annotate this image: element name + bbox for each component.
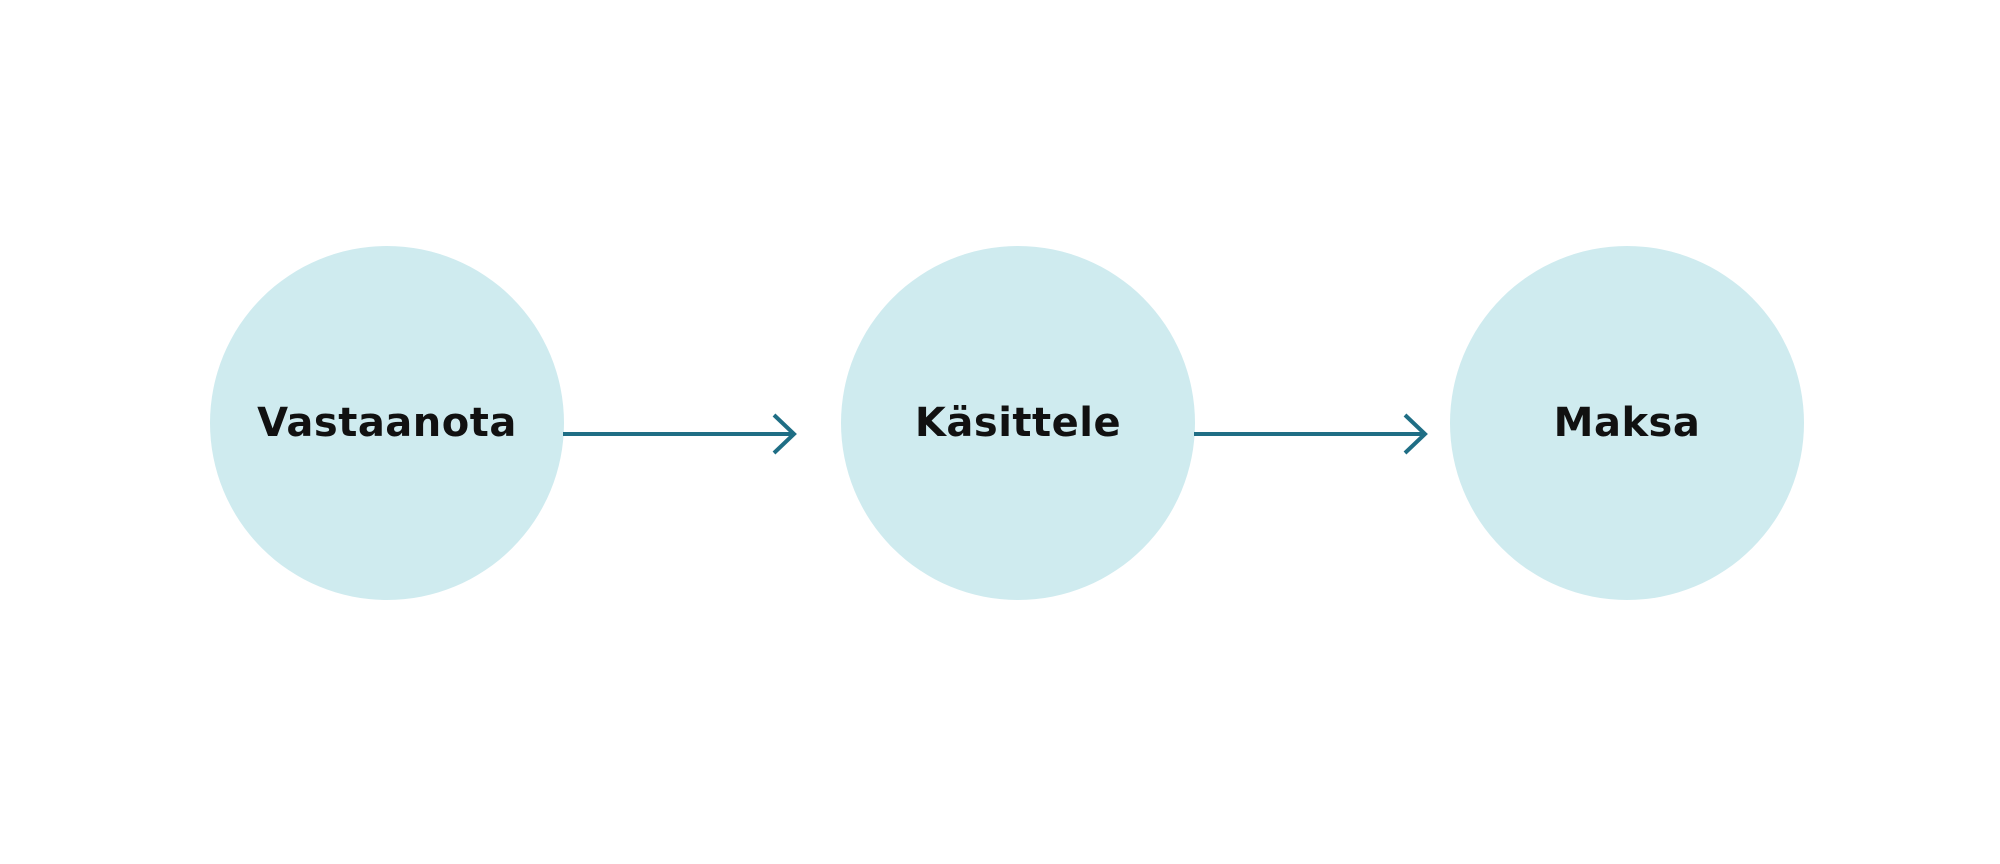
step-label: Käsittele — [914, 400, 1122, 446]
arrow-right-icon — [1194, 412, 1429, 456]
step-node-vastaanota: Vastaanota — [210, 246, 564, 600]
step-label: Vastaanota — [257, 400, 517, 446]
step-node-kasittele: Käsittele — [841, 246, 1195, 600]
step-label: Maksa — [1553, 400, 1701, 446]
step-node-maksa: Maksa — [1450, 246, 1804, 600]
arrow-right-icon — [563, 412, 798, 456]
